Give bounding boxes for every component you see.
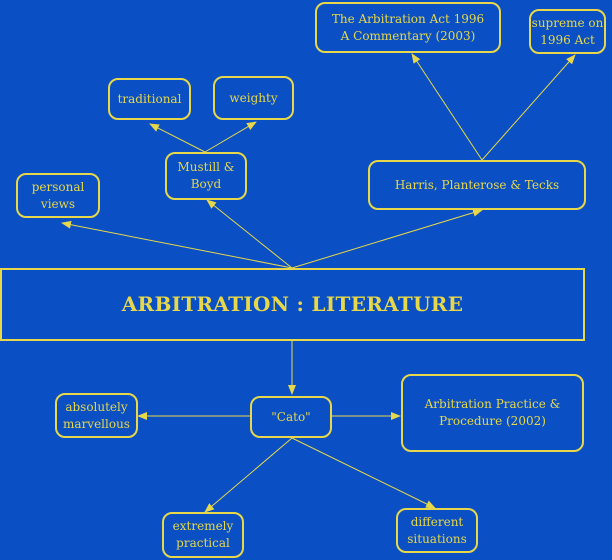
node-personal-views[interactable]: personal views xyxy=(16,173,100,218)
node-cato[interactable]: "Cato" xyxy=(250,396,332,438)
node-traditional[interactable]: traditional xyxy=(108,78,191,120)
node-arbitration-act-commentary[interactable]: The Arbitration Act 1996 A Commentary (2… xyxy=(315,2,501,53)
node-mustill-boyd[interactable]: Mustill & Boyd xyxy=(165,152,247,200)
node-absolutely-marvellous[interactable]: absolutely marvellous xyxy=(55,393,138,438)
main-topic-box[interactable]: ARBITRATION : LITERATURE xyxy=(0,268,585,341)
node-supreme-on-1996-act[interactable]: supreme on 1996 Act xyxy=(529,9,606,54)
node-harris-planterose-tecks[interactable]: Harris, Planterose & Tecks xyxy=(368,160,586,210)
arrow-cato-to-different-situations xyxy=(291,437,436,509)
arrow-mustill-to-weighty xyxy=(204,121,257,153)
arrow-main-to-mustill-boyd xyxy=(206,199,293,269)
arrow-main-to-personal-views xyxy=(61,220,293,269)
arrow-mustill-to-traditional xyxy=(149,123,206,153)
node-extremely-practical[interactable]: extremely practical xyxy=(162,512,244,558)
node-arbitration-practice-procedure[interactable]: Arbitration Practice & Procedure (2002) xyxy=(401,374,584,452)
arrow-harris-to-arbitration-act xyxy=(411,53,483,161)
arrow-harris-to-supreme xyxy=(481,54,576,161)
arrow-cato-to-extremely-practical xyxy=(204,437,293,513)
node-weighty[interactable]: weighty xyxy=(213,76,294,120)
node-different-situations[interactable]: different situations xyxy=(396,508,478,553)
arrow-main-to-harris xyxy=(291,208,483,269)
